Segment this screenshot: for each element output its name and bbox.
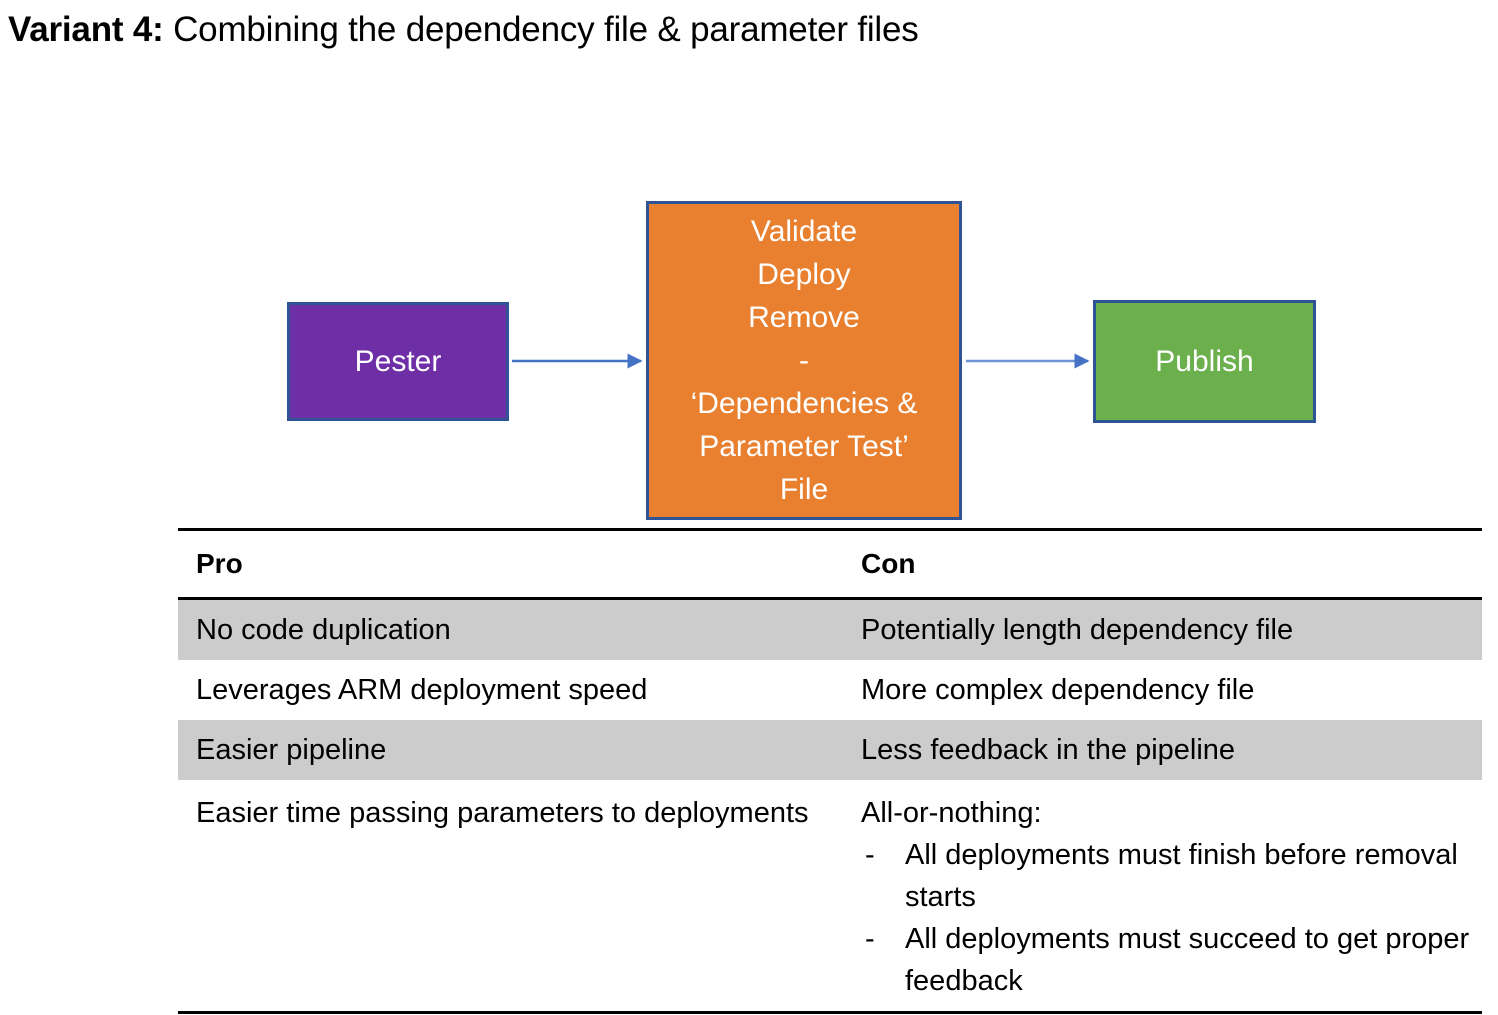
table-row: Easier pipeline Less feedback in the pip… [178,720,1482,780]
list-item-text: All deployments must succeed to get prop… [905,923,1470,997]
table-cell-con: Potentially length dependency file [843,598,1482,660]
diagram-node-validate-line-2: Deploy [757,258,851,291]
diagram-node-validate-line-3: Remove [748,301,860,334]
list-item-text: All deployments must finish before remov… [905,839,1458,913]
table-row: Leverages ARM deployment speed More comp… [178,660,1482,720]
table-cell-con: Less feedback in the pipeline [843,720,1482,780]
page-title-prefix: Variant 4: [8,10,164,49]
con-heading: All-or-nothing: [861,797,1042,829]
diagram-node-publish-label: Publish [1155,345,1254,378]
table-cell-pro: Easier time passing parameters to deploy… [178,780,843,1014]
table-row: No code duplication Potentially length d… [178,598,1482,660]
con-bullet-list: - All deployments must finish before rem… [861,834,1482,1002]
table-header-pro: Pro [178,528,843,600]
pro-con-table: Pro Con No code duplication Potentially … [178,528,1482,1014]
list-item: - All deployments must finish before rem… [861,834,1482,918]
list-item: - All deployments must succeed to get pr… [861,918,1482,1002]
diagram-node-validate-deploy-remove[interactable]: Validate Deploy Remove - ‘Dependencies &… [646,201,962,520]
table-cell-con: More complex dependency file [861,674,1255,706]
diagram-node-validate-line-7: File [779,473,829,506]
diagram-node-pester-label: Pester [354,345,442,378]
table-header-row: Pro Con [178,528,1482,600]
table-cell-con: All-or-nothing: - All deployments must f… [843,780,1482,1014]
diagram-node-validate-line-4: - [799,344,809,377]
diagram-node-publish[interactable]: Publish [1093,300,1316,423]
pipeline-diagram: Pester Validate Deploy Remove - ‘Depende… [287,201,1316,520]
page-title: Variant 4: Combining the dependency file… [8,8,1408,52]
bullet-marker: - [865,923,875,955]
diagram-node-validate-line-5: ‘Dependencies & [690,387,918,420]
table-header-con: Con [843,528,1482,600]
table-row: Easier time passing parameters to deploy… [178,780,1482,1014]
diagram-node-validate-line-6: Parameter Test’ [699,430,909,463]
diagram-node-pester[interactable]: Pester [287,302,509,421]
table-cell-pro: No code duplication [178,598,843,660]
table-header: Pro Con [178,528,1482,600]
bullet-marker: - [865,839,875,871]
table-cell-pro: Leverages ARM deployment speed [196,674,648,706]
table-body: No code duplication Potentially length d… [178,598,1482,1014]
diagram-node-validate-line-1: Validate [750,215,858,248]
table-cell-pro: Easier pipeline [178,720,843,780]
page-title-rest: Combining the dependency file & paramete… [163,10,919,49]
